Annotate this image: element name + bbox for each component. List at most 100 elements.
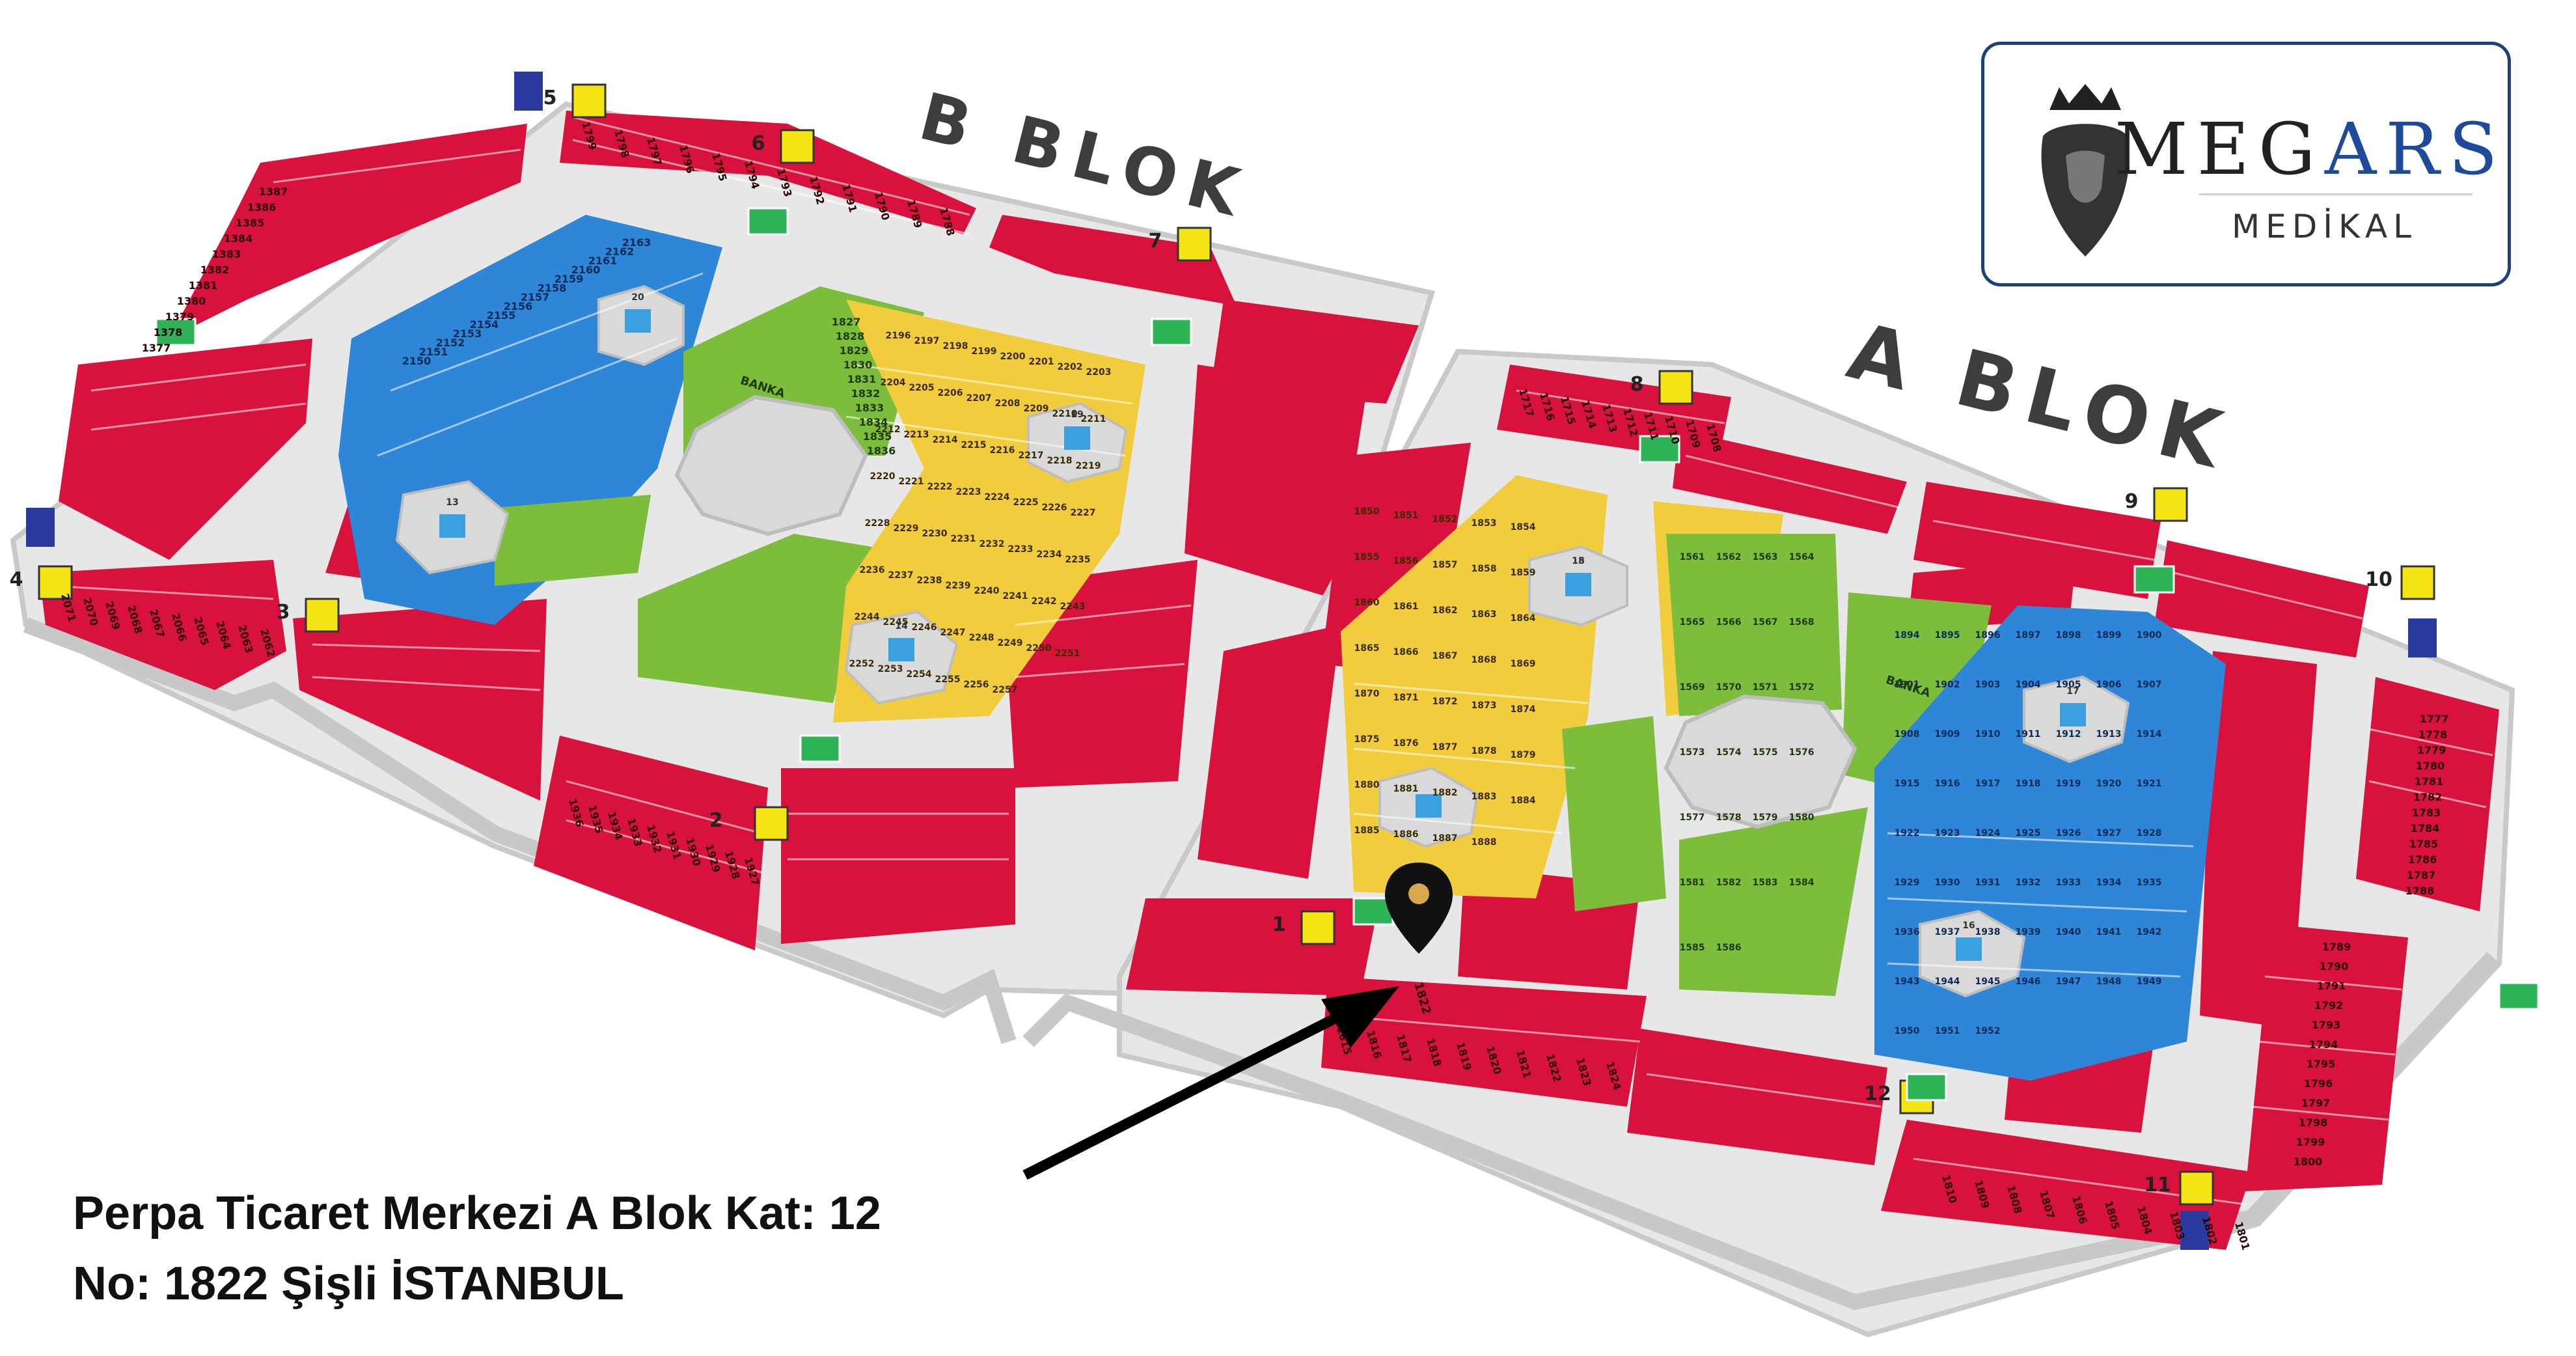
elevator-number: 9: [2125, 490, 2139, 513]
shop-number: 2196: [886, 331, 911, 341]
shop-number: 1905: [2056, 680, 2081, 690]
shop-number: 2150: [402, 355, 432, 367]
shop-number: 1901: [1895, 680, 1920, 690]
shop-number: 1581: [1680, 878, 1705, 888]
shop-number: 2199: [972, 346, 997, 357]
shop-number: 1583: [1753, 878, 1778, 888]
shop-number: 1931: [1975, 878, 2001, 888]
lobby-number: 20: [631, 292, 644, 303]
shop-number: 2161: [588, 255, 618, 267]
a-red-band-south: [1321, 976, 1647, 1107]
a-shop-dividers: [1334, 389, 2493, 1206]
elevator-number: 12: [1864, 1083, 1891, 1105]
shop-number: 1832: [851, 387, 881, 400]
shop-number: 2253: [878, 664, 903, 674]
shop-number: 2239: [946, 581, 971, 591]
shop-number: 1940: [2056, 927, 2081, 937]
shop-number: 1925: [2016, 828, 2041, 838]
brand-logo: MEGARS MEDİKAL: [1981, 42, 2511, 286]
shop-number: 1899: [2096, 630, 2122, 641]
shop-number: 1873: [1472, 700, 1497, 711]
shop-number: 1851: [1393, 510, 1419, 521]
shop-number: 2218: [1047, 456, 1073, 466]
shop-number: 1877: [1432, 742, 1458, 753]
shop-number: 1932: [2016, 878, 2041, 888]
lobby-icon: [1565, 573, 1591, 596]
shop-number: 2217: [1019, 450, 1044, 461]
shop-number: 1786: [2408, 853, 2437, 866]
lobby-number: 19: [1071, 409, 1083, 420]
shop-number: 1913: [2096, 729, 2122, 740]
elevator-icon: [780, 129, 815, 164]
lobby-icon: [1064, 426, 1090, 450]
shop-number: 2249: [998, 638, 1023, 648]
wc-icon: [26, 508, 55, 547]
shop-number: 1571: [1753, 682, 1778, 693]
shop-number: 1579: [1753, 812, 1778, 823]
exit-sign-icon: [2498, 982, 2540, 1010]
shop-number: 2232: [980, 539, 1005, 549]
shop-number: 1885: [1354, 825, 1380, 836]
shop-number: 2162: [605, 245, 635, 258]
exit-sign-icon: [155, 318, 197, 346]
shop-number: 1883: [1472, 792, 1497, 802]
b-red-band-top: [560, 111, 976, 234]
shop-number: 2222: [927, 482, 953, 492]
elevator-icon: [571, 83, 607, 118]
shop-number: 2256: [964, 680, 989, 690]
shop-number: 1948: [2096, 976, 2122, 987]
shop-number: 2241: [1003, 591, 1028, 602]
a-red-band-south-east: [1627, 1029, 1887, 1165]
shop-number: 2246: [912, 622, 937, 633]
lobby-icon: [1956, 937, 1982, 961]
shop-number: 1781: [2415, 775, 2444, 788]
elevator-number: 4: [10, 568, 23, 591]
shop-number: 1860: [1354, 598, 1380, 608]
elevator-number: 2: [709, 809, 723, 832]
shop-number: 1915: [1895, 779, 1920, 789]
shop-number: 2245: [883, 617, 909, 628]
shop-number: 2206: [938, 388, 963, 398]
wc-icon: [514, 72, 543, 111]
shop-number: 1580: [1789, 812, 1815, 823]
shop-number: 2255: [935, 674, 961, 685]
shop-number: 1887: [1432, 833, 1458, 844]
lobby-icon: [1416, 794, 1442, 818]
a-red-band-bottom: [1881, 1120, 2252, 1250]
shop-number: 1912: [2056, 729, 2081, 740]
shop-number: 1573: [1680, 747, 1705, 758]
shop-number: 2163: [622, 236, 651, 249]
lobby-number: 15: [1572, 556, 1584, 566]
shop-number: 2231: [951, 534, 976, 544]
exit-sign-icon: [1639, 435, 1680, 464]
shop-number: 1878: [1472, 746, 1497, 756]
shop-number: 1904: [2016, 680, 2041, 690]
shop-number: 1914: [2137, 729, 2162, 740]
a-red-band-west-mid: [1198, 625, 1341, 879]
shop-number: 1836: [867, 445, 896, 457]
shop-number: 1863: [1472, 609, 1497, 620]
shop-number: 1785: [2409, 838, 2439, 850]
shop-number: 2152: [436, 337, 465, 349]
shop-number: 1903: [1975, 680, 2001, 690]
shop-number: 1952: [1975, 1026, 2001, 1036]
shop-number: 2227: [1071, 508, 1096, 518]
exit-sign-icon: [799, 734, 841, 763]
shop-number: 1566: [1716, 617, 1742, 628]
shop-number: 1564: [1789, 552, 1815, 562]
shop-number: 1945: [1975, 976, 2001, 987]
elevator-icon: [2179, 1170, 2214, 1206]
shop-number: 1794: [2309, 1038, 2338, 1051]
elevator-number: 3: [277, 601, 290, 624]
logo-divider: [2199, 193, 2473, 195]
shop-number: 1380: [177, 295, 206, 307]
shop-number: 1907: [2137, 680, 2162, 690]
shop-number: 2156: [504, 300, 533, 312]
lobby-number: 13: [446, 497, 458, 508]
shop-number: 1916: [1935, 779, 1960, 789]
shop-number: 2201: [1029, 357, 1054, 367]
a-green-zone-north: [1666, 534, 1842, 716]
facility-signs: [26, 72, 2540, 1250]
lobby-icon: [888, 638, 914, 661]
shop-number: 1875: [1354, 734, 1380, 745]
